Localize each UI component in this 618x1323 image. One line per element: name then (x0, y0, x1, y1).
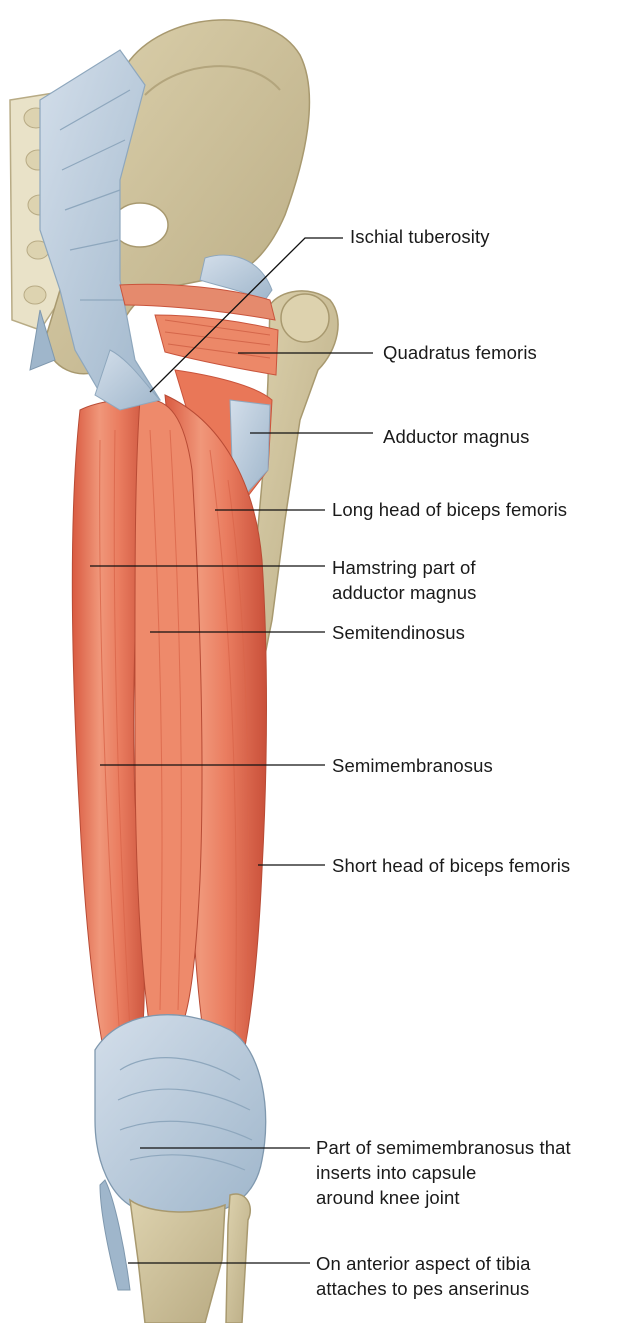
hamstring-muscles (71, 394, 267, 1081)
label-semitendinosus: Semitendinosus (332, 622, 466, 643)
quadratus-femoris (119, 254, 279, 376)
label-long-head-biceps: Long head of biceps femoris (332, 499, 568, 520)
label-hamstring-adductor: Hamstring part of adductor magnus (332, 557, 477, 603)
leader-ischial-tuberosity (149, 237, 343, 393)
label-quadratus-femoris: Quadratus femoris (383, 342, 537, 363)
adductor-magnus (174, 369, 273, 501)
ischial-tuberosity (94, 349, 161, 411)
label-semimembranosus-capsule: Part of semimembranosus that inserts int… (316, 1137, 571, 1208)
label-semimembranosus: Semimembranosus (332, 755, 493, 776)
knee-capsule (94, 1014, 267, 1216)
tibia-fibula (99, 1179, 251, 1323)
label-adductor-magnus: Adductor magnus (383, 426, 530, 447)
label-ischial-tuberosity: Ischial tuberosity (350, 226, 490, 247)
leader-lines (90, 237, 373, 1264)
pelvic-ligaments (29, 49, 161, 411)
label-short-head-biceps: Short head of biceps femoris (332, 855, 571, 876)
label-pes-anserinus: On anterior aspect of tibia attaches to … (316, 1253, 531, 1299)
